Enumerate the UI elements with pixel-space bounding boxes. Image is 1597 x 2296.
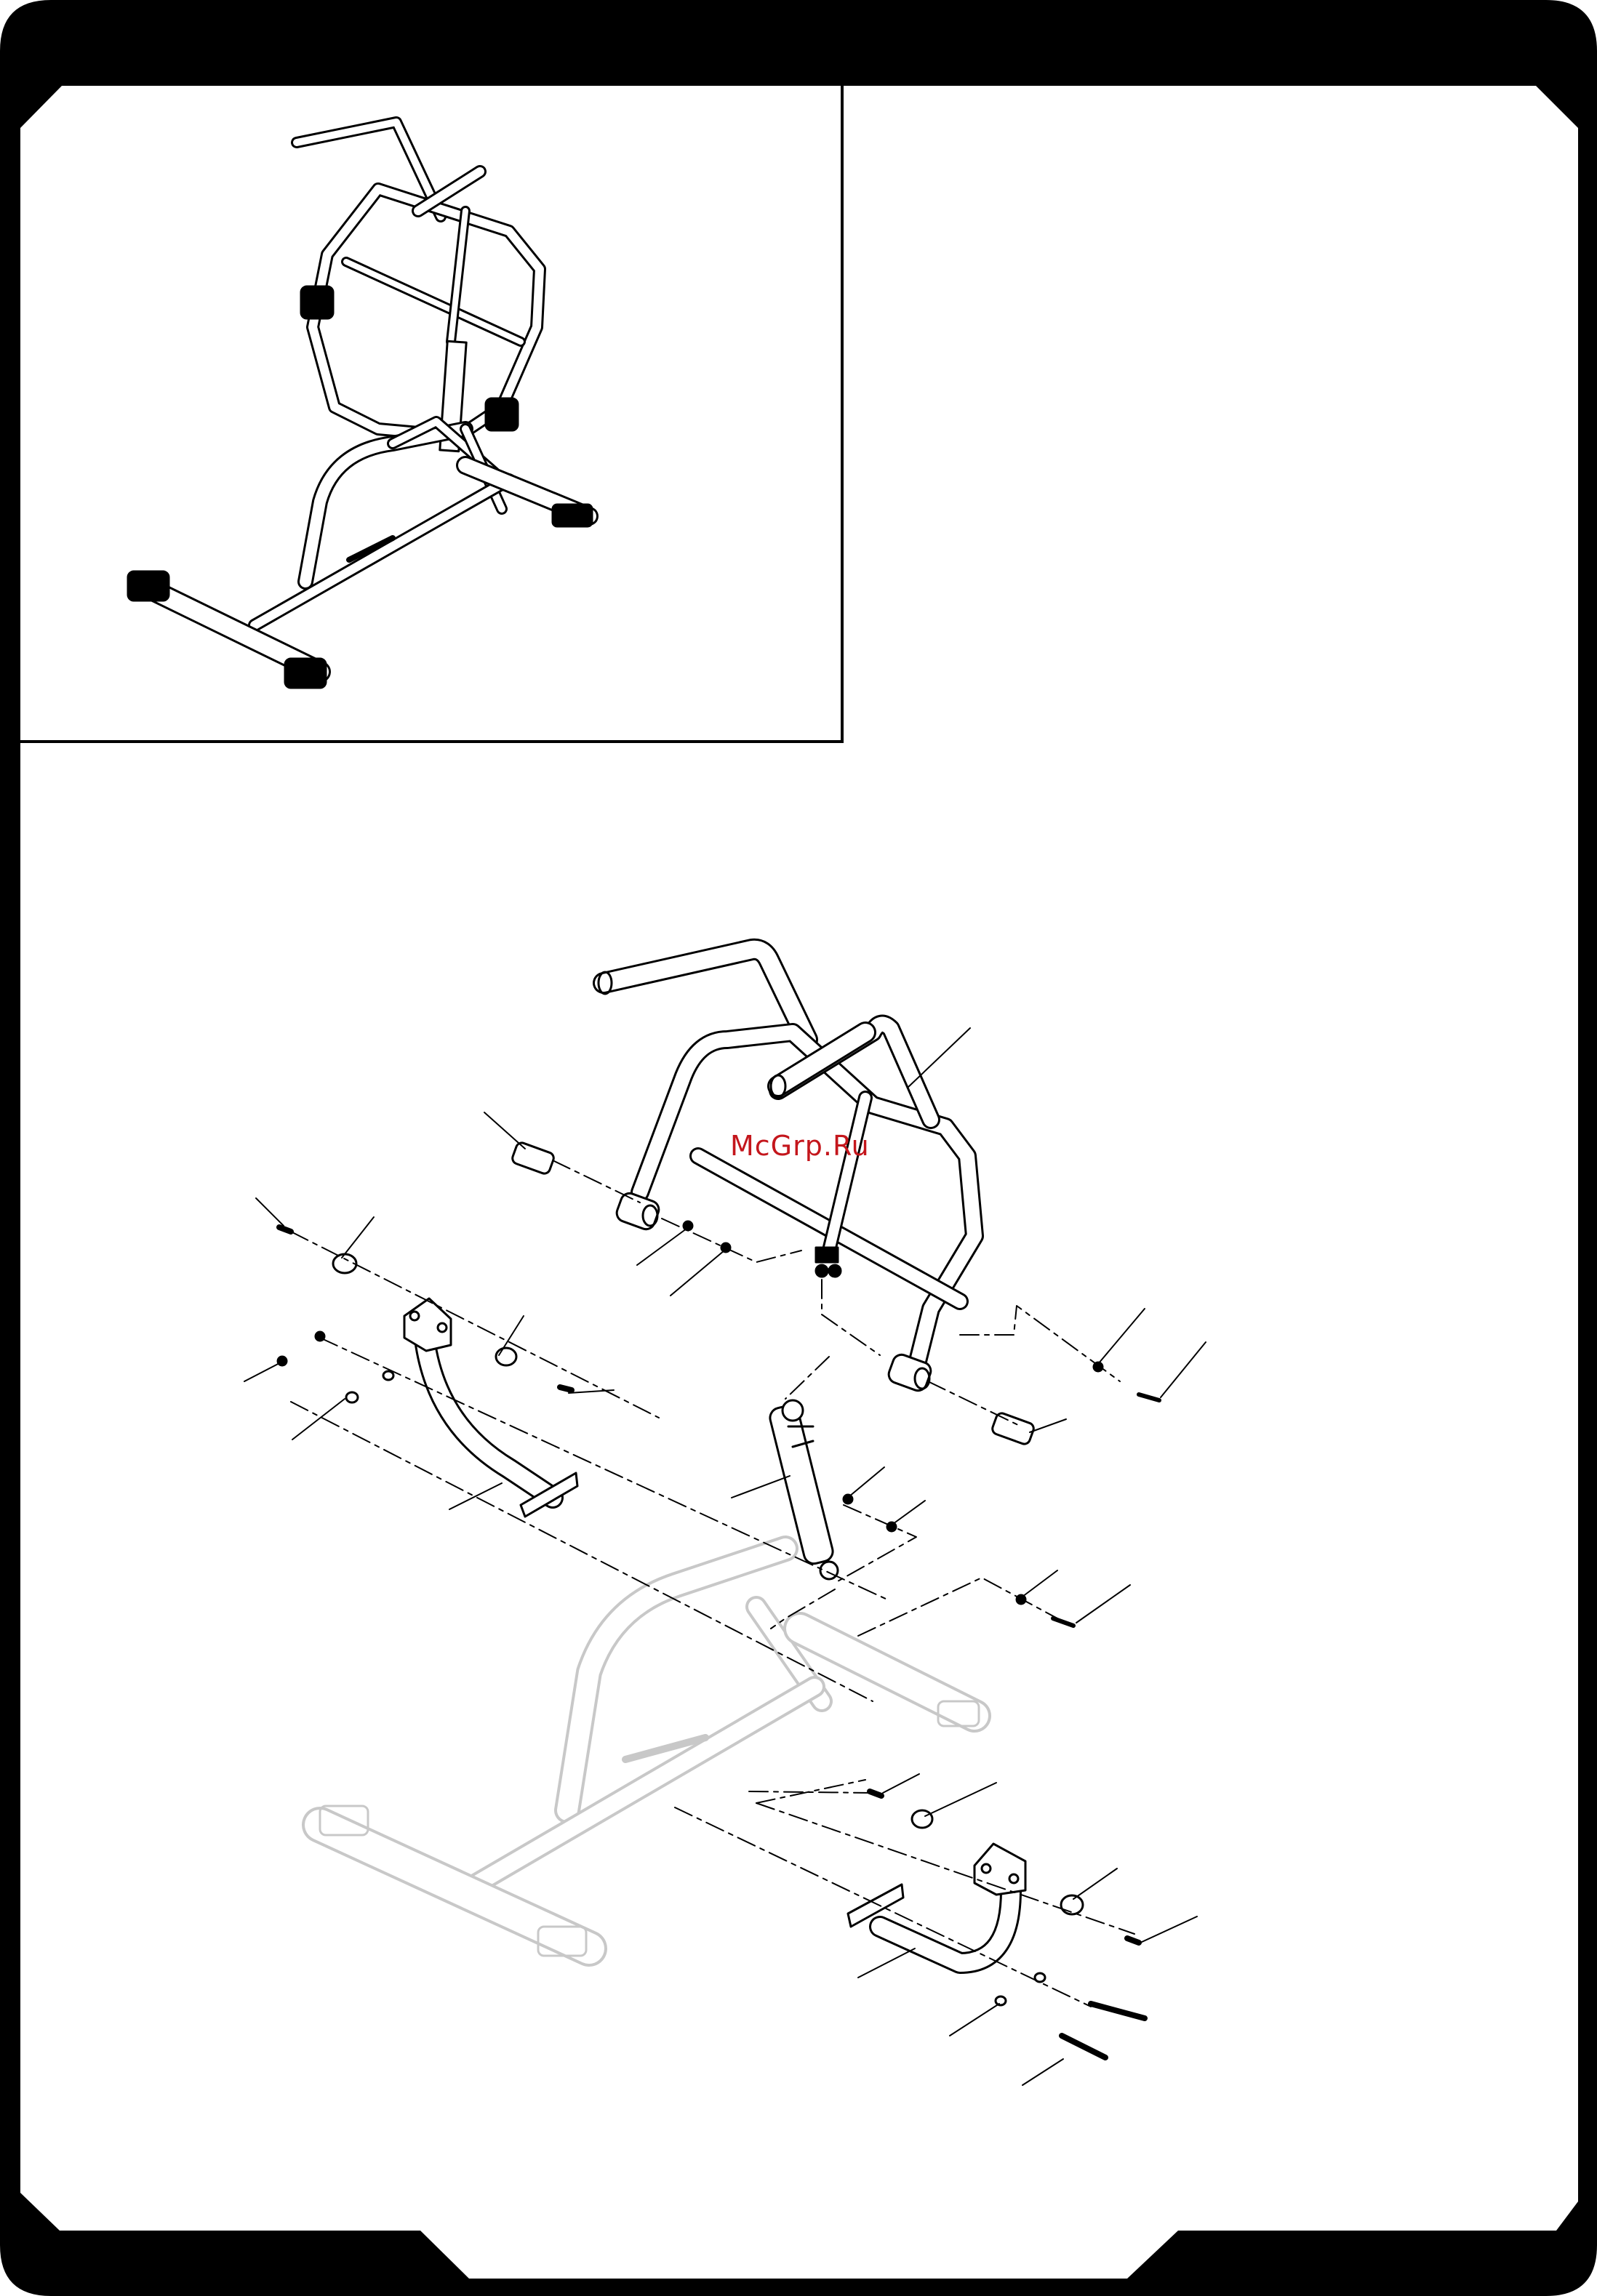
left-bracket: [404, 1298, 577, 1517]
arm-frame: [640, 1024, 974, 1367]
ghost-base-frame: [320, 1549, 979, 1956]
watermark-text: McGrp.Ru: [730, 1130, 870, 1162]
bolts: [279, 1227, 1159, 2058]
